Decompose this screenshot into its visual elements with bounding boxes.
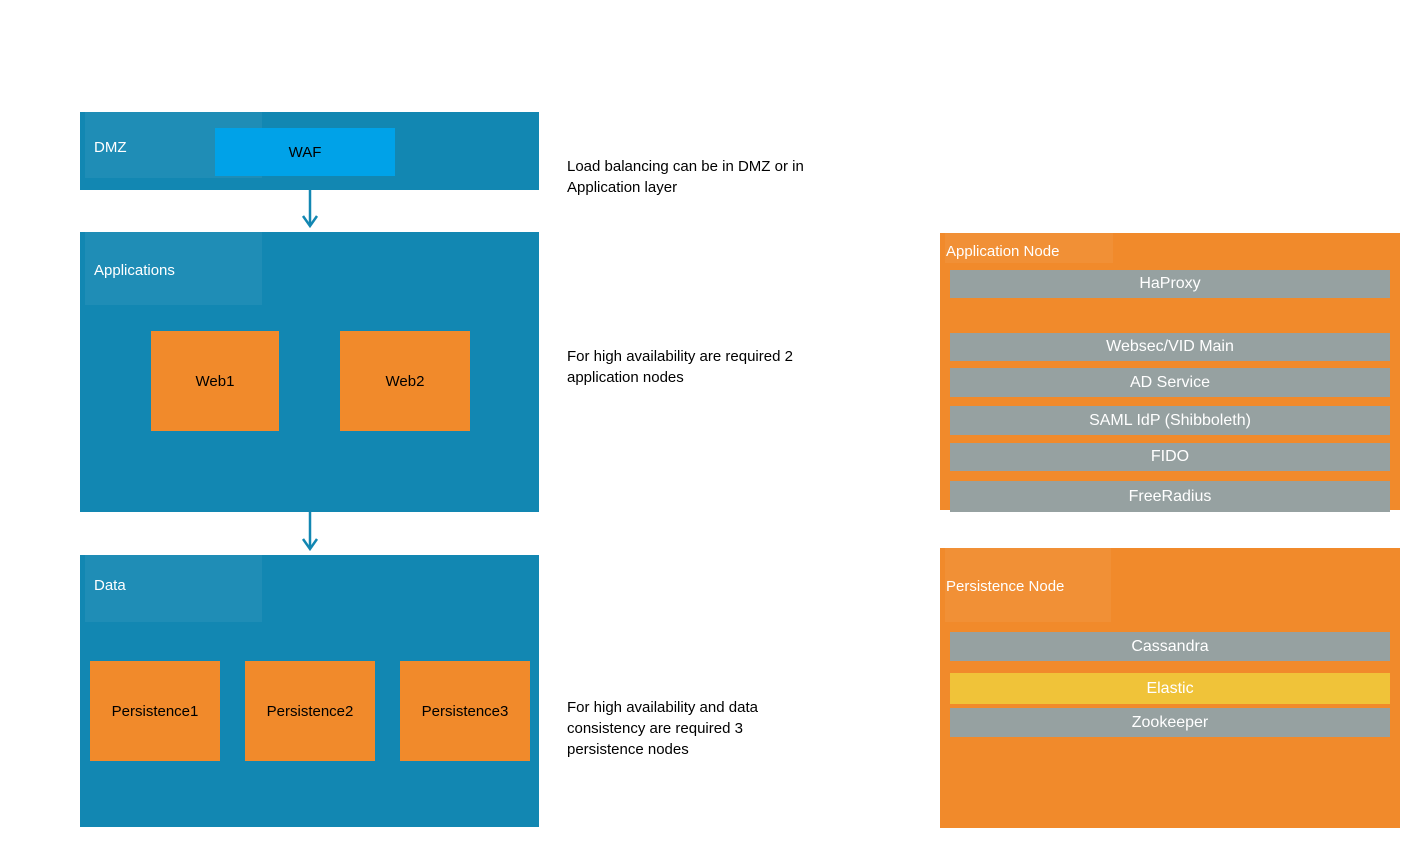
web1-node: Web1 [151,331,279,431]
load-balancing-annotation: Load balancing can be in DMZ or in Appli… [567,156,887,198]
application-node-panel: Application Node HaProxy Websec/VID Main… [940,233,1400,512]
applications-layer-box: Applications Web1 Web2 [80,232,539,512]
elastic-service-bar: Elastic [950,673,1390,704]
application-node-title: Application Node [946,243,1060,260]
dmz-layer-label: DMZ [94,139,127,156]
data-layer-label: Data [94,577,126,594]
cassandra-service-bar: Cassandra [950,632,1390,661]
zookeeper-service-bar: Zookeeper [950,708,1390,737]
persistence-node-panel: Persistence Node Cassandra Elastic Zooke… [940,548,1400,828]
annotation-line: persistence nodes [567,741,689,758]
annotation-line: Load balancing can be in DMZ or in [567,158,804,175]
applications-layer-label: Applications [94,262,175,279]
data-layer-box: Data Persistence1 Persistence2 Persisten… [80,555,539,827]
fido-service-bar: FIDO [950,443,1390,471]
persistence1-node: Persistence1 [90,661,220,761]
persistence2-node: Persistence2 [245,661,375,761]
saml-idp-service-bar: SAML IdP (Shibboleth) [950,406,1390,435]
web2-node: Web2 [340,331,470,431]
application-ha-annotation: For high availability are required 2 app… [567,346,887,388]
annotation-line: Application layer [567,179,678,196]
haproxy-service-bar: HaProxy [950,270,1390,298]
websec-vid-main-service-bar: Websec/VID Main [950,333,1390,361]
waf-node: WAF [215,128,395,176]
persistence3-node: Persistence3 [400,661,530,761]
ad-service-bar: AD Service [950,368,1390,397]
dmz-to-applications-arrow-icon [300,190,320,232]
freeradius-service-bar: FreeRadius [950,481,1390,512]
annotation-line: application nodes [567,369,684,386]
persistence-ha-annotation: For high availability and data consisten… [567,697,887,760]
persistence-node-title: Persistence Node [946,578,1065,595]
dmz-layer-box: DMZ WAF [80,112,539,190]
annotation-line: consistency are required 3 [567,720,743,737]
applications-to-data-arrow-icon [300,512,320,555]
annotation-line: For high availability are required 2 [567,348,793,365]
annotation-line: For high availability and data [567,699,758,716]
